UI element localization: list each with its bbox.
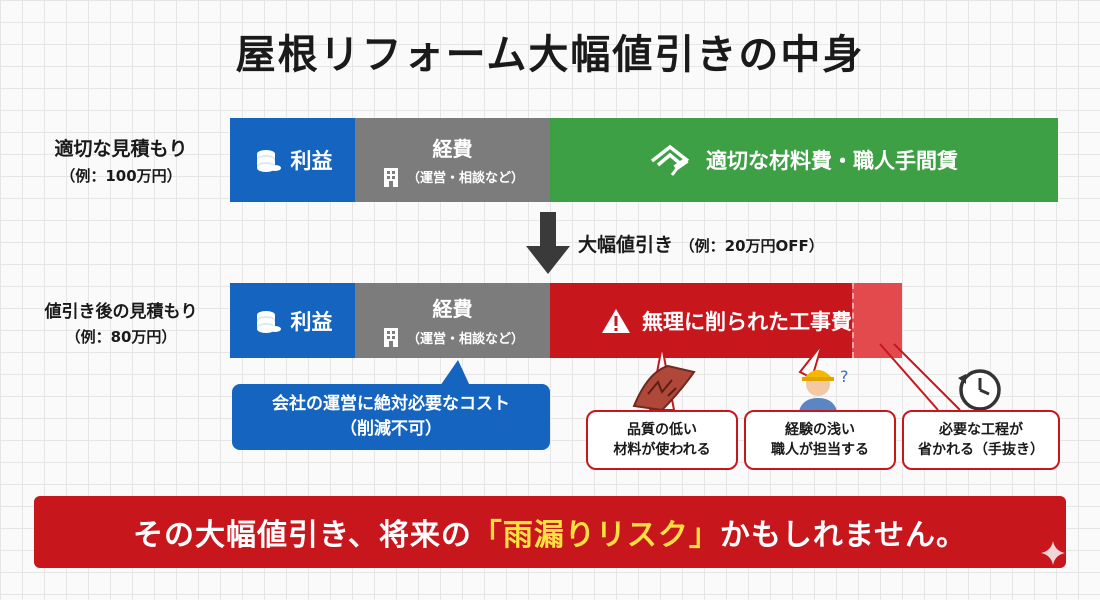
cost-note-tail [440, 360, 470, 386]
warning-banner: その大幅値引き、将来の 「雨漏りリスク」 かもしれません。 [34, 496, 1066, 568]
risk-box-process: 必要な工程が 省かれる（手抜き） [902, 410, 1060, 470]
bottom-profit-label: 利益 [290, 309, 333, 334]
risk-tail-worker [798, 343, 823, 380]
cost-note-line2: （削減不可） [340, 419, 442, 439]
risk-box-material: 品質の低い 材料が使われる [586, 410, 738, 470]
down-arrow-icon [526, 212, 570, 274]
top-expense-label: 経費 [432, 136, 473, 161]
warning-icon [602, 308, 630, 333]
row-label-discounted-example: （例：80万円） [65, 328, 177, 346]
bottom-profit-segment: 利益 [230, 283, 355, 358]
risk-worker-line2: 職人が担当する [771, 442, 869, 458]
coins-icon [256, 150, 281, 172]
row-label-discounted: 値引き後の見積もり （例：80万円） [14, 297, 228, 347]
svg-text:?: ? [840, 367, 849, 386]
discount-label-example: （例：20万円OFF） [679, 237, 824, 255]
banner-highlight: 「雨漏りリスク」 [471, 518, 720, 553]
row-label-discounted-title: 値引き後の見積もり [44, 302, 198, 322]
discount-label-main: 大幅値引き [578, 234, 674, 256]
roof-hammer-icon [650, 144, 690, 176]
row-label-appropriate: 適切な見積もり （例：100万円） [14, 134, 228, 186]
bottom-expense-segment: 経費 （運営・相談など） [355, 283, 550, 358]
risk-line-process-2 [893, 343, 961, 411]
cracked-roof-tile-icon [632, 364, 696, 412]
top-expense-sublabel: （運営・相談など） [406, 171, 524, 186]
risk-process-line1: 必要な工程が [939, 421, 1023, 438]
top-expense-segment: 経費 （運営・相談など） [355, 118, 550, 202]
risk-process-line2: 省かれる（手抜き） [918, 442, 1044, 458]
risk-box-worker: 経験の浅い 職人が担当する [744, 410, 896, 470]
top-profit-segment: 利益 [230, 118, 355, 202]
cut-off-portion [852, 283, 902, 358]
cost-note-box: 会社の運営に絶対必要なコスト （削減不可） [232, 384, 550, 450]
row-label-appropriate-title: 適切な見積もり [54, 138, 188, 160]
bottom-cut-label: 無理に削られた工事費 [642, 309, 852, 334]
bottom-expense-label: 経費 [432, 297, 473, 321]
top-material-segment: 適切な材料費・職人手間賃 [550, 118, 1058, 202]
bottom-expense-sublabel: （運営・相談など） [406, 331, 524, 347]
coins-icon [256, 310, 281, 333]
risk-material-line2: 材料が使われる [613, 442, 711, 458]
top-profit-label: 利益 [290, 149, 333, 173]
row-label-appropriate-example: （例：100万円） [60, 167, 182, 185]
building-icon [383, 328, 398, 347]
top-material-label: 適切な材料費・職人手間賃 [706, 149, 958, 173]
bottom-cut-segment: 無理に削られた工事費 [550, 283, 902, 358]
banner-text-before: その大幅値引き、将来の [132, 518, 472, 553]
page-title: 屋根リフォーム大幅値引きの中身 [235, 32, 865, 78]
worker-icon: ? [798, 367, 849, 416]
risk-worker-line1: 経験の浅い [785, 421, 855, 438]
cost-note-line1: 会社の運営に絶対必要なコスト [272, 394, 510, 415]
sparkle-icon [1041, 541, 1065, 565]
building-icon [383, 167, 398, 187]
risk-material-line1: 品質の低い [627, 421, 697, 438]
discount-label: 大幅値引き （例：20万円OFF） [578, 230, 824, 257]
risk-line-process-1 [879, 343, 939, 411]
banner-text-after: かもしれません。 [719, 518, 967, 553]
clock-icon [958, 369, 1001, 411]
